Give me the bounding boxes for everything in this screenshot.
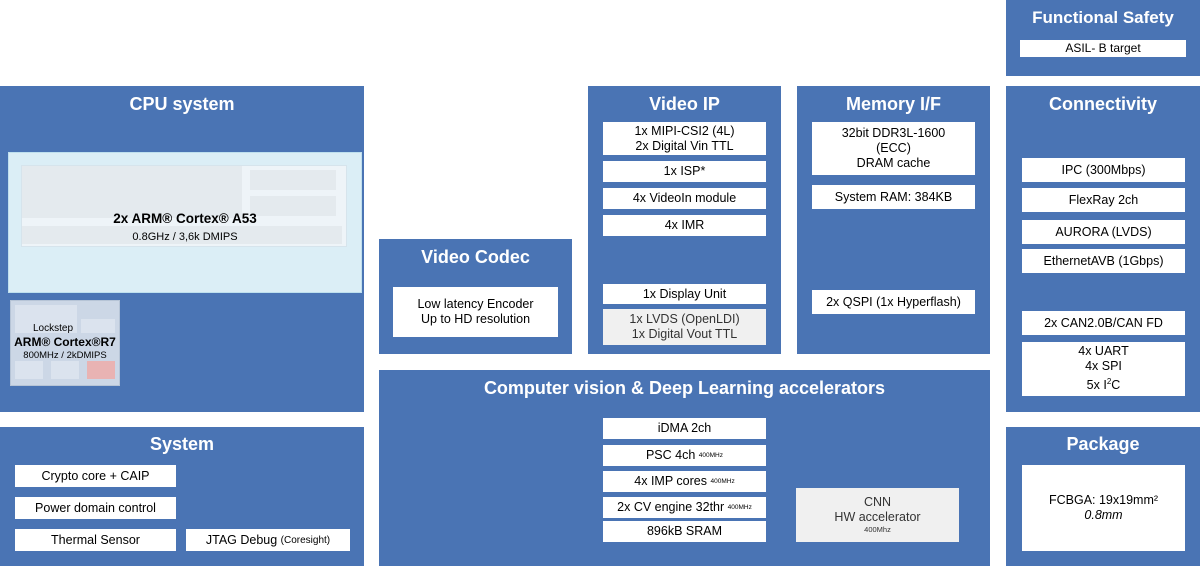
package-panel: Package FCBGA: 19x19mm² 0.8mm [1006,427,1200,566]
isp-box: 1x ISP* [603,161,766,182]
ghost-neon [250,170,336,190]
serial-box: 4x UART 4x SPI 5x I2C [1022,342,1185,396]
encoder-box: Low latency Encoder Up to HD resolution [393,287,558,337]
r7-name: ARM® Cortex®R7 [14,335,116,349]
ddr-line1: 32bit DDR3L-1600 [841,126,946,140]
ghost-fpu [250,196,336,216]
thermal-sensor-box: Thermal Sensor [15,529,176,551]
encoder-line2: Up to HD resolution [420,312,531,326]
can-box: 2x CAN2.0B/CAN FD [1022,311,1185,335]
display-unit-box: 1x Display Unit [603,284,766,304]
a53-spec: 0.8GHz / 3,6k DMIPS [132,231,238,243]
jtag-label: JTAG Debug [205,532,278,547]
mipi-line1: 1x MIPI-CSI2 (4L) [634,123,735,138]
spi-line: 4x SPI [1085,359,1122,374]
uart-line: 4x UART [1078,344,1129,359]
a53-name: 2x ARM® Cortex® A53 [113,211,257,226]
imr-box: 4x IMR [603,215,766,236]
system-title: System [149,434,215,454]
lvds-line1: 1x LVDS (OpenLDI) [629,312,740,326]
asil-box: ASIL- B target [1020,40,1186,57]
video-codec-panel: Video Codec Low latency Encoder Up to HD… [379,239,572,354]
imp-freq: 400MHz [710,478,735,485]
functional-safety-title: Functional Safety [1032,8,1174,27]
ghost-r7-l1 [15,361,43,379]
cv-dl-title: Computer vision & Deep Learning accelera… [483,378,886,398]
idma-box: iDMA 2ch [603,418,766,439]
cv-dl-panel: Computer vision & Deep Learning accelera… [379,370,990,566]
sram-box: 896kB SRAM [603,521,766,542]
package-line1: FCBGA: 19x19mm² [1048,493,1159,507]
qspi-box: 2x QSPI (1x Hyperflash) [812,290,975,314]
jtag-box: JTAG Debug (Coresight) [186,529,350,551]
mipi-box: 1x MIPI-CSI2 (4L) 2x Digital Vin TTL [603,122,766,155]
cnn-line1: CNN [863,495,892,509]
crypto-box: Crypto core + CAIP [15,465,176,487]
cpu-system-title: CPU system [129,94,235,114]
ghost-r7-l1b [51,361,79,379]
encoder-line1: Low latency Encoder [417,297,534,311]
jtag-note: (Coresight) [280,534,331,546]
flexray-box: FlexRay 2ch [1022,188,1185,212]
r7-spec: 800MHz / 2kDMIPS [23,350,107,361]
cv-engine-label: 2x CV engine 32thr [617,500,725,514]
r7-lockstep: Lockstep [33,323,74,334]
ghost-cache [22,226,342,244]
package-box: FCBGA: 19x19mm² 0.8mm [1022,465,1185,551]
imp-box: 4x IMP cores 400MHz [603,471,766,492]
video-ip-panel: Video IP 1x MIPI-CSI2 (4L) 2x Digital Vi… [588,86,781,354]
cv-engine-box: 2x CV engine 32thr 400MHz [603,497,766,518]
i2c-line: 5x I2C [1087,374,1121,393]
ddr-line3: DRAM cache [856,156,931,170]
psc-freq: 400MHz [698,452,724,459]
videoin-box: 4x VideoIn module [603,188,766,209]
video-ip-title: Video IP [649,94,720,114]
video-codec-title: Video Codec [421,247,530,267]
ghost-r7-accent [87,361,115,379]
functional-safety-panel: Functional Safety ASIL- B target [1006,0,1200,76]
package-title: Package [1066,434,1140,454]
cnn-line2: HW accelerator [834,510,921,524]
i2c-pre: 5x I [1086,378,1107,393]
cv-engine-freq: 400MHz [727,504,752,511]
psc-box: PSC 4ch 400MHz [603,445,766,466]
memory-if-panel: Memory I/F 32bit DDR3L-1600 (ECC) DRAM c… [797,86,990,354]
ddr-box: 32bit DDR3L-1600 (ECC) DRAM cache [812,122,975,175]
ethernet-box: EthernetAVB (1Gbps) [1022,249,1185,273]
package-line2: 0.8mm [1084,508,1123,522]
a53-cluster: 2x ARM® Cortex® A53 0.8GHz / 3,6k DMIPS [8,152,362,293]
i2c-sup: 2 [1106,377,1112,387]
power-domain-box: Power domain control [15,497,176,519]
ipc-box: IPC (300Mbps) [1022,158,1185,182]
memory-if-title: Memory I/F [845,94,942,114]
cnn-freq: 400Mhz [864,525,891,534]
aurora-box: AURORA (LVDS) [1022,220,1185,244]
i2c-post: C [1111,378,1121,393]
a53-core-block [21,165,347,247]
system-ram-box: System RAM: 384KB [812,185,975,209]
lvds-box: 1x LVDS (OpenLDI) 1x Digital Vout TTL [603,309,766,345]
system-panel: System Crypto core + CAIP Power domain c… [0,427,364,566]
lvds-line2: 1x Digital Vout TTL [631,327,738,341]
cpu-system-panel: CPU system 2x ARM® Cortex® A53 0.8GHz / … [0,86,364,412]
ghost-r7-fpu [81,319,115,333]
imp-label: 4x IMP cores [634,474,707,488]
ddr-line2: (ECC) [876,141,911,155]
cnn-box: CNN HW accelerator 400Mhz [796,488,959,542]
connectivity-title: Connectivity [1048,94,1158,114]
r7-cluster: Lockstep ARM® Cortex®R7 800MHz / 2kDMIPS [10,300,120,386]
connectivity-panel: Connectivity IPC (300Mbps) FlexRay 2ch A… [1006,86,1200,412]
ghost-core [22,166,242,218]
ghost-r7-core [15,305,77,333]
mipi-line2: 2x Digital Vin TTL [635,138,734,153]
psc-label: PSC 4ch [645,448,696,462]
